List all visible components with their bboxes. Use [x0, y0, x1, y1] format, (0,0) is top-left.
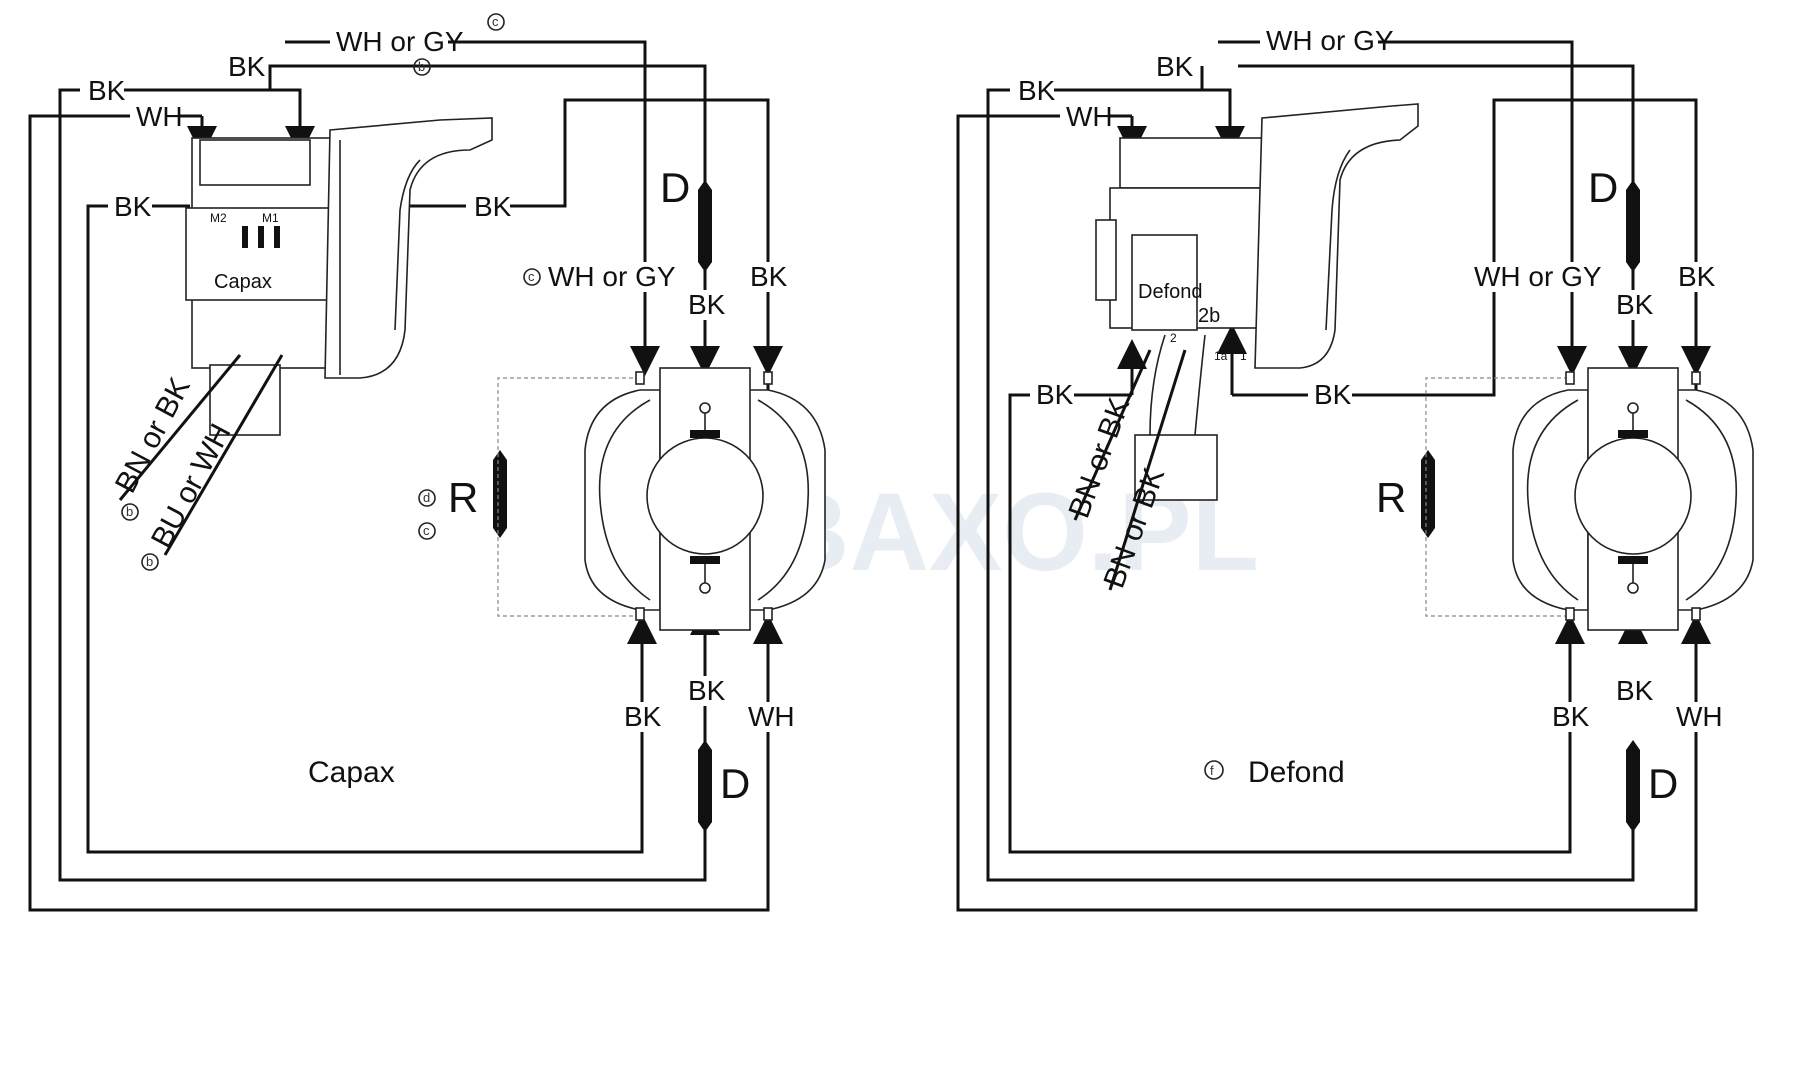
bk-mid-label: BK — [114, 191, 152, 222]
wh-bottom-right-label: WH — [748, 701, 795, 732]
svg-text:b: b — [418, 59, 425, 74]
defond-motor — [1512, 367, 1754, 631]
bk-bottom-left-label-right: BK — [1552, 701, 1590, 732]
circled-f-label: f — [1210, 763, 1214, 778]
bk-right-label-right: BK — [1314, 379, 1352, 410]
bk-right-label: BK — [474, 191, 512, 222]
d-bottom-label-right: D — [1648, 760, 1678, 807]
svg-text:c: c — [528, 269, 535, 284]
defond-switch-label: Defond — [1138, 281, 1203, 303]
svg-text:b: b — [126, 504, 133, 519]
bk-top-label-right: BK — [1156, 51, 1194, 82]
defond-r-icon — [1421, 450, 1435, 538]
d-bottom-label: D — [720, 760, 750, 807]
r-label: R — [448, 474, 478, 521]
capax-diagram: M2 M1 Capax BN or BK BU or WH — [28, 13, 826, 912]
bk-bottom-left-label: BK — [624, 701, 662, 732]
capax-r-icon — [493, 450, 507, 538]
m2-label: M2 — [210, 211, 227, 225]
bk-under-d-label: BK — [688, 289, 726, 320]
d-top-label-right: D — [1588, 164, 1618, 211]
wh-bottom-right-label-right: WH — [1676, 701, 1723, 732]
bk-left-label: BK — [88, 75, 126, 106]
svg-text:c: c — [492, 14, 499, 29]
r-label-right: R — [1376, 474, 1406, 521]
capax-d-bottom-icon — [698, 740, 712, 832]
wh-left-label-right: WH — [1066, 101, 1113, 132]
capax-trigger — [324, 117, 493, 379]
t2-label: 2 — [1170, 331, 1177, 345]
bk-under-d-label-right: BK — [1616, 289, 1654, 320]
bk-bottom-d-label-right: BK — [1616, 675, 1654, 706]
svg-text:c: c — [423, 523, 430, 538]
defond-switch-top — [1119, 137, 1266, 189]
wh-or-gy-mid-label-right: WH or GY — [1474, 261, 1602, 292]
m1-label: M1 — [262, 211, 279, 225]
wh-or-gy-top-label-right: WH or GY — [1266, 25, 1394, 56]
bk-bottom-d-label: BK — [688, 675, 726, 706]
bk-top-label: BK — [228, 51, 266, 82]
circled-markers-left: c b c d c b b — [121, 13, 541, 571]
wire-bk-top-d — [305, 64, 707, 185]
wh-or-gy-top-label: WH or GY — [336, 26, 464, 57]
svg-text:d: d — [423, 490, 430, 505]
circled-marker-f — [1204, 760, 1224, 780]
capax-title: Capax — [308, 756, 395, 789]
t1-label: 1 — [1240, 349, 1247, 363]
capax-switch-label: Capax — [214, 271, 272, 293]
wh-or-gy-mid-label: WH or GY — [548, 261, 676, 292]
defond-d-bottom-icon — [1626, 740, 1640, 832]
capax-d-top-icon — [698, 180, 712, 272]
capax-motor — [584, 367, 826, 631]
d-top-label: D — [660, 164, 690, 211]
bk-left-label-right: BK — [1018, 75, 1056, 106]
bk-mid-label-right: BK — [1036, 379, 1074, 410]
t2b-label: 2b — [1198, 305, 1220, 327]
svg-text:b: b — [146, 554, 153, 569]
defond-d-top-icon — [1626, 180, 1640, 272]
defond-diagram: Defond 2b 2 1a 1 BN or BK BN or BK — [956, 25, 1754, 912]
defond-title: Defond — [1248, 756, 1345, 789]
defond-trigger — [1254, 103, 1419, 369]
t1a-label: 1a — [1214, 349, 1228, 363]
bk-motor-right-label: BK — [750, 261, 788, 292]
bk-motor-right-label-right: BK — [1678, 261, 1716, 292]
wh-left-label: WH — [136, 101, 183, 132]
